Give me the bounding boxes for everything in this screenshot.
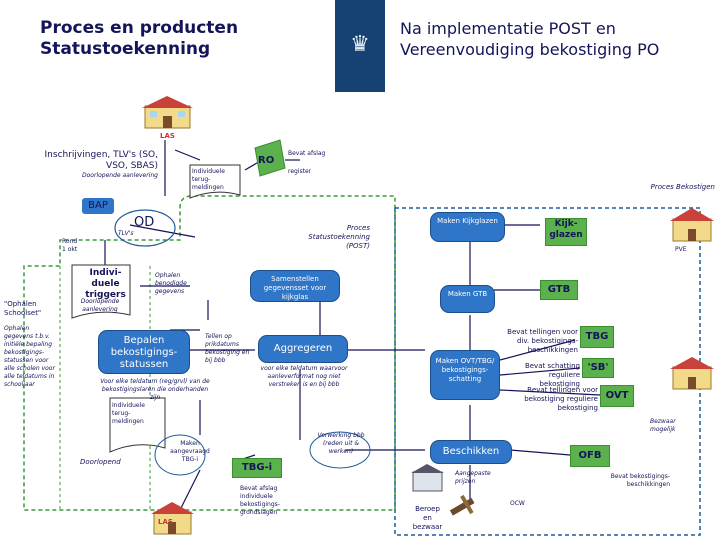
verwerking-bbb-label: Verwerking bbb (reden uit & werken) — [310, 432, 372, 456]
las-label-bottom: LAS — [158, 518, 173, 527]
bevat-tellingen-ovt-label: Bevat tellingen voor bekostiging regulie… — [520, 386, 598, 413]
ocw-label: OCW — [510, 500, 525, 508]
maken-gtb-box: Maken GTB — [440, 285, 495, 313]
bevat-tellingen-tbg-label: Bevat tellingen voor div. bekostigings-b… — [500, 328, 578, 355]
beroep-bezwaar-label: Beroep en bezwaar — [410, 505, 445, 532]
aangepaste-prijzen-label: Aangepaste prijzen — [455, 470, 505, 486]
individuele-triggers-label: Indivi-duele triggers — [83, 268, 128, 301]
inschrijvingen-label: Inschrijvingen, TLV's (SO, VSO, SBAS) — [38, 150, 158, 172]
tellen-op-label: Tellen op prikdatums bekostiging en bij … — [205, 333, 250, 365]
aggregeren-box: Aggregeren — [258, 335, 348, 363]
ophalen-benodigde-label: Ophalen benodigde gegevens — [155, 272, 200, 296]
doorlopende-aanlevering-2-label: Doorlopende aanlevering — [75, 298, 125, 314]
od-label: OD — [134, 215, 154, 230]
bezwaar-mogelijk-label: Bezwaar mogelijk — [650, 418, 690, 434]
bevat-afslag-individuele-label: Bevat afslag individuele bekostigings-gr… — [240, 485, 300, 517]
bepalen-bekostigingsstatussen-box: Bepalen bekostigings-statussen — [98, 330, 190, 374]
proces-bekostigen-label: Proces Bekostigen — [630, 183, 715, 192]
tlvs-label: TLV's — [118, 230, 133, 238]
individuele-terugmeldingen-label: Individuele terug-meldingen — [192, 168, 240, 192]
proces-statustoekenning-label: Proces Statustoekenning (POST) — [288, 224, 370, 251]
gtb-tag: GTB — [540, 280, 578, 300]
kijkglazen-tag: Kijk-glazen — [545, 218, 587, 246]
tbg-tag: TBG — [580, 326, 614, 348]
ophalen-schoolset-label: "Ophalen Schoolset" — [4, 300, 56, 318]
las-label-top: LAS — [160, 132, 175, 141]
ophalen-gegevens-long-label: Ophalen gegevens t.b.v. initiële bepalin… — [4, 325, 60, 389]
sb-tag: 'SB' — [582, 358, 614, 378]
ocw-building-icon — [410, 462, 445, 494]
register-label: register — [288, 168, 311, 176]
doorlopend-label: Doorlopend — [80, 458, 121, 467]
maken-ovt-box: Maken OVT/TBG/ bekostigings-schatting — [430, 350, 500, 400]
bevat-afslag-label: Bevat afslag — [288, 150, 328, 158]
pve-label: PVE — [675, 246, 687, 254]
beschikken-box: Beschikken — [430, 440, 512, 464]
bevat-schatting-label: Bevat schatting reguliere bekostiging — [510, 362, 580, 389]
ofb-tag: OFB — [570, 445, 610, 467]
voor-elke-teldatum-label: Voor elke teldatum (reg/grvl) van de bek… — [100, 378, 210, 402]
doorlopende-aanlevering-label: Doorlopende aanlevering — [40, 172, 158, 180]
aggregeren-sub-label: voor elke teldatum waarvoor aanleverform… — [255, 365, 353, 389]
ovt-tag: OVT — [600, 385, 634, 407]
samenstellen-box: Samenstellen gegevensset voor kijkglas — [250, 270, 340, 302]
bap-box: BAP — [82, 198, 114, 214]
individuele-terugmeldingen-bottom-label: Individuele terug-meldingen — [112, 402, 162, 426]
tbg-i-tag: TBG-i — [232, 458, 282, 478]
school-building-icon — [140, 94, 195, 132]
school-building-icon — [668, 355, 716, 393]
maken-aangevraagd-label: Maken aangevraagd TBG-i — [170, 440, 210, 464]
maken-kijkglazen-box: Maken Kijkglazen — [430, 212, 505, 242]
school-building-icon — [668, 205, 716, 245]
bevat-bekostigingsbeschikkingen-label: Bevat bekostigings-beschikkingen — [600, 473, 670, 489]
ro-tag-label: RO — [258, 155, 274, 166]
rond-1-okt-label: Rond 1 okt — [62, 238, 82, 254]
